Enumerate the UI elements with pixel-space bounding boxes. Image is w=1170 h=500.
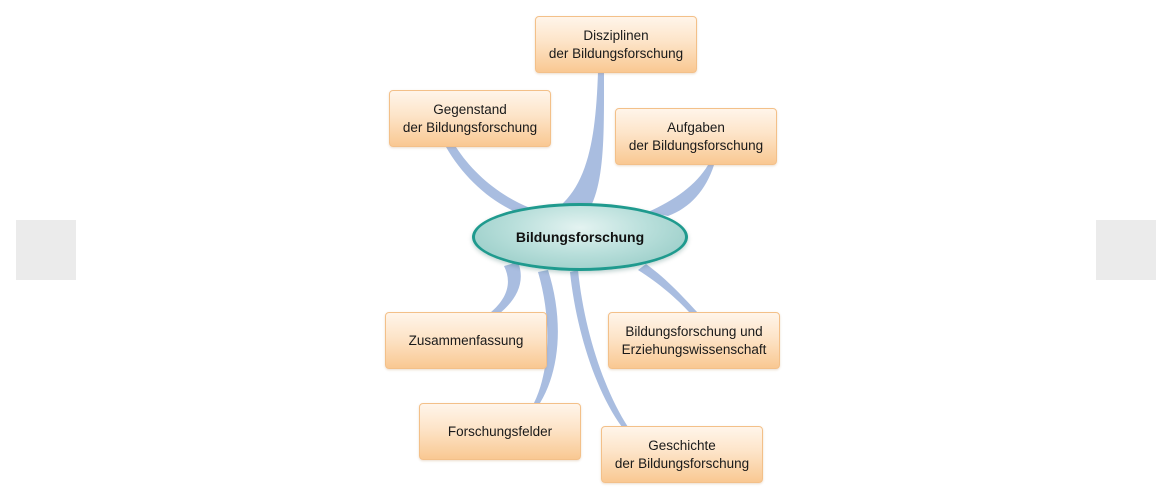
node-forschungsfelder[interactable]: Forschungsfelder [419,403,581,460]
node-erziehungswissenschaft[interactable]: Bildungsforschung und Erziehungswissensc… [608,312,780,369]
center-node-label: Bildungsforschung [515,229,645,245]
node-erziehungswissenschaft-label: Bildungsforschung und Erziehungswissensc… [621,323,767,357]
node-disziplinen[interactable]: Disziplinen der Bildungsforschung [535,16,697,73]
connector-aufgaben [648,165,714,216]
node-gegenstand[interactable]: Gegenstand der Bildungsforschung [389,90,551,147]
node-geschichte-label: Geschichte der Bildungsforschung [614,437,750,471]
node-forschungsfelder-label: Forschungsfelder [447,423,553,439]
node-gegenstand-label: Gegenstand der Bildungsforschung [402,101,538,135]
connector-gegenstand [446,147,530,212]
connector-forschungsfelder [534,270,558,403]
connector-zusammenfassung [490,262,521,313]
right-placeholder-panel [1096,220,1156,280]
center-node-bildungsforschung[interactable]: Bildungsforschung [472,203,688,271]
node-aufgaben[interactable]: Aufgaben der Bildungsforschung [615,108,777,165]
node-disziplinen-label: Disziplinen der Bildungsforschung [548,27,684,61]
connector-disziplinen [560,72,605,208]
left-placeholder-panel [16,220,76,280]
connector-geschichte [570,270,628,427]
node-geschichte[interactable]: Geschichte der Bildungsforschung [601,426,763,483]
node-zusammenfassung[interactable]: Zusammenfassung [385,312,547,369]
node-zusammenfassung-label: Zusammenfassung [408,332,524,348]
node-aufgaben-label: Aufgaben der Bildungsforschung [628,119,764,153]
connector-erziehungswissenschaft [638,264,698,313]
